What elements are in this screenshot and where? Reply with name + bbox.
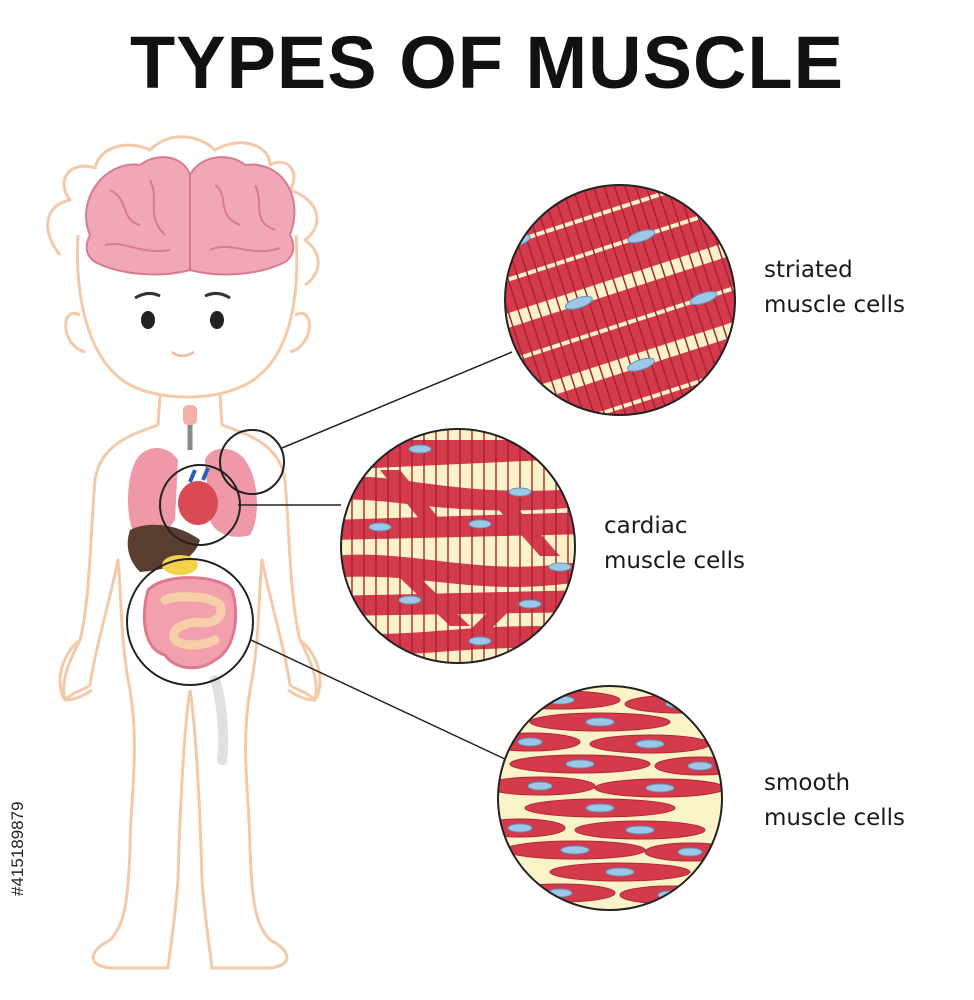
brain — [85, 156, 296, 276]
striated-muscle-zoom — [504, 184, 736, 416]
cardiac-striations — [341, 430, 575, 663]
face — [134, 291, 231, 358]
left-hand — [58, 638, 93, 702]
striation-lines — [505, 185, 735, 415]
head — [76, 234, 299, 399]
label-smooth-muscle-cells: smooth muscle cells — [764, 766, 905, 836]
leader-line-striated — [281, 351, 513, 449]
left-leg — [91, 689, 192, 970]
right-leg — [188, 689, 289, 970]
label-striated-line2: muscle cells — [764, 292, 906, 318]
label-striated-muscle-cells: striated muscle cells — [764, 253, 905, 323]
small-intestine — [160, 592, 226, 650]
aorta — [188, 467, 210, 483]
cardiac-muscle-zoom — [340, 428, 576, 664]
label-cardiac-muscle-cells: cardiac muscle cells — [604, 509, 745, 579]
right-hand — [287, 638, 322, 702]
torso-left — [62, 423, 159, 851]
nuclei — [368, 444, 572, 646]
torso-right — [221, 423, 318, 851]
label-striated-line1: striated — [764, 257, 853, 283]
femur — [210, 675, 229, 765]
human-body-figure — [46, 135, 322, 970]
stomach — [162, 555, 198, 575]
hair — [46, 135, 320, 287]
leader-lines — [238, 351, 513, 761]
label-smooth-line2: muscle cells — [764, 805, 906, 831]
right-lung — [205, 448, 257, 537]
page-title: TYPES OF MUSCLE — [130, 21, 844, 104]
stock-id-text: #415189879 — [8, 801, 27, 896]
left-ear — [64, 311, 86, 354]
left-lung — [128, 448, 178, 537]
callout-intestine-marker — [126, 558, 254, 686]
right-eye — [210, 311, 224, 329]
heart — [178, 481, 218, 525]
nuclei — [507, 695, 713, 900]
right-ear — [289, 311, 311, 354]
callout-skeletal-marker — [219, 429, 285, 495]
neck — [156, 394, 224, 426]
stock-id-watermark: #415189879 — [6, 768, 28, 998]
organs — [127, 405, 257, 765]
leader-line-smooth — [250, 639, 508, 761]
label-smooth-line1: smooth — [764, 770, 851, 796]
smooth-muscle-zoom — [497, 685, 723, 911]
label-cardiac-line1: cardiac — [604, 513, 688, 539]
thyroid — [183, 405, 197, 425]
label-cardiac-line2: muscle cells — [604, 548, 746, 574]
mouth — [171, 350, 195, 358]
left-eye — [141, 311, 155, 329]
